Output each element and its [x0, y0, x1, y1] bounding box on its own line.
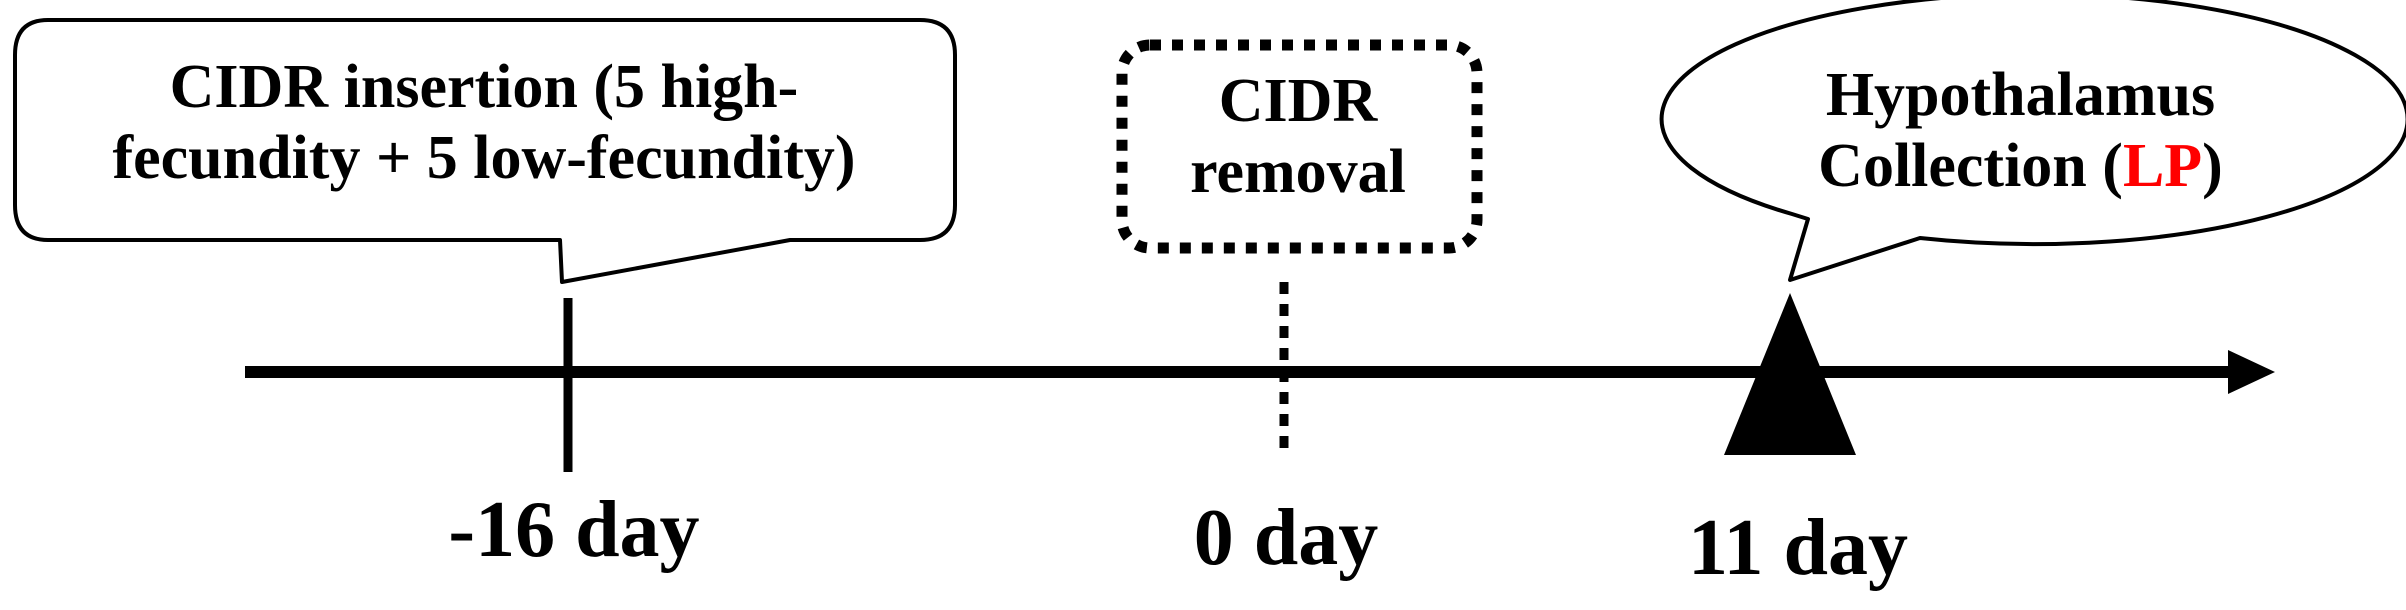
timeline-arrowhead — [2228, 350, 2275, 394]
callout-collection-highlight: LP — [2122, 132, 2203, 201]
callout-bubble-insertion — [13, 18, 957, 284]
callout-collection-prefix: Collection ( — [1818, 132, 2123, 201]
callout-removal-line1: CIDR — [1218, 67, 1378, 135]
callout-text-removal: CIDR removal — [1122, 66, 1474, 209]
callout-removal-line2: removal — [1190, 138, 1406, 207]
callout-collection-suffix: ) — [2202, 132, 2223, 201]
callout-text-collection: Hypothalamus Collection (LP) — [1648, 60, 2393, 203]
callout-collection-line1: Hypothalamus — [1825, 61, 2216, 129]
callout-box-removal — [1116, 39, 1483, 254]
callout-insertion-line1: CIDR insertion (5 high- — [169, 53, 799, 121]
timepoint-label-11: 11 day — [1687, 504, 1909, 592]
callout-collection-line2: Collection (LP) — [1648, 131, 2393, 202]
timepoint-label-0: 0 day — [1193, 494, 1379, 582]
callout-bubble-collection — [1659, 0, 2406, 282]
callout-text-insertion: CIDR insertion (5 high- fecundity + 5 lo… — [20, 52, 948, 195]
timepoint-marker-triangle — [1724, 293, 1856, 455]
timepoint-label-minus16: -16 day — [448, 486, 700, 574]
callout-insertion-line2: fecundity + 5 low-fecundity) — [112, 124, 856, 193]
